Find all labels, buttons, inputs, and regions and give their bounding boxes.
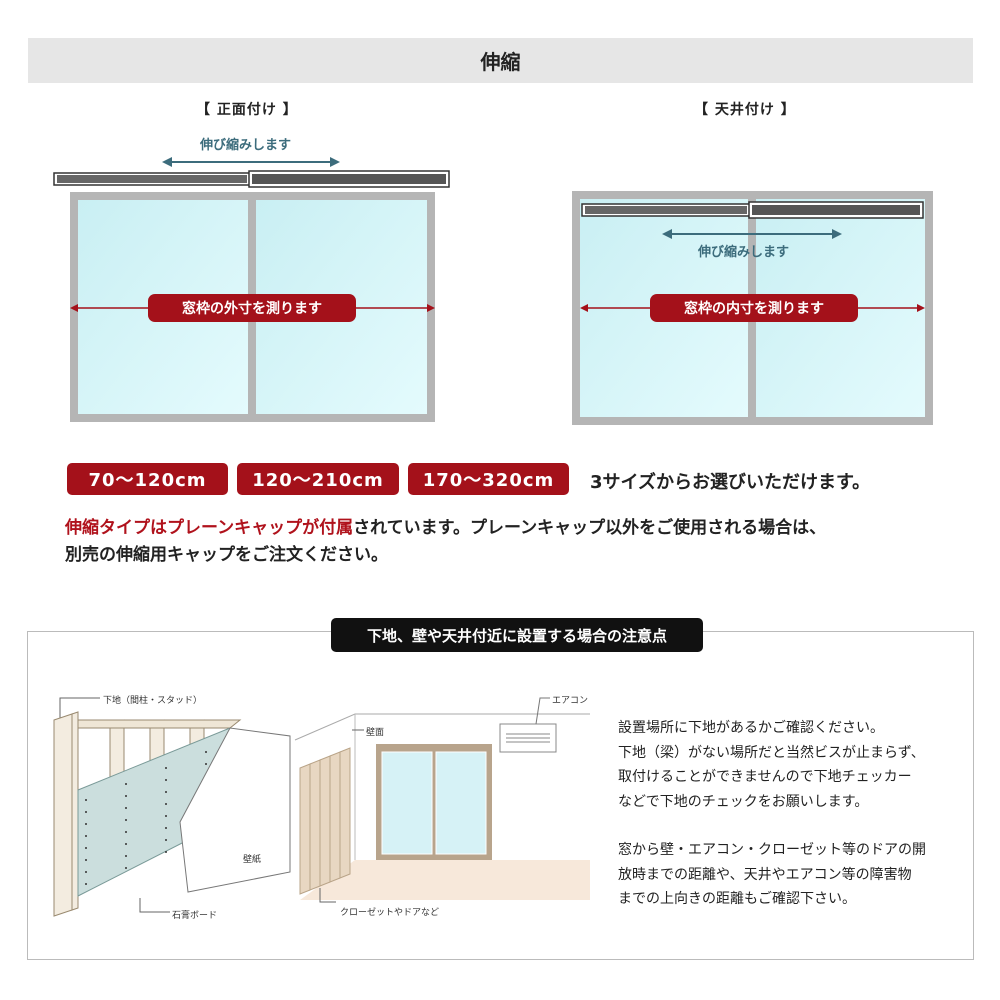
cap-note-line-2: 別売の伸縮用キャップをご注文ください。 — [65, 545, 388, 565]
closet-label: クローゼットやドアなど — [340, 908, 440, 918]
wall-label: 壁面 — [366, 728, 385, 738]
wall-structure-illustration — [53, 697, 291, 917]
caution-line: などで下地のチェックをお願いします。 — [618, 793, 869, 810]
stud-label: 下地（間柱・スタッド） — [103, 696, 203, 706]
front-measure-badge: 窓枠の外寸を測ります — [148, 294, 356, 322]
caution-title: 下地、壁や天井付近に設置する場合の注意点 — [331, 618, 703, 652]
caution-line: までの上向きの距離もご確認下さい。 — [618, 891, 856, 907]
caution-text: 設置場所に下地があるかご確認ください。 下地（梁）がない場所だと当然ビスが止まら… — [618, 716, 968, 912]
sliding-door-icon — [376, 744, 492, 860]
caution-line: 取付けることができませんので下地チェッカー — [618, 769, 912, 785]
section-header: 伸縮 — [28, 38, 973, 83]
section-title: 伸縮 — [480, 50, 521, 74]
closet-icon — [299, 747, 351, 895]
size-note: 3サイズからお選びいただけます。 — [590, 472, 871, 493]
aircon-label: エアコン — [552, 696, 589, 706]
caution-line: 下地（梁）がない場所だと当然ビスが止まらず、 — [618, 744, 925, 761]
stretch-arrow-icon — [162, 157, 340, 167]
ceiling-measure-text: 窓枠の内寸を測ります — [684, 301, 824, 317]
aircon-icon — [499, 697, 557, 753]
size-option-3: 170〜320cm — [408, 463, 569, 495]
caution-line: 設置場所に下地があるかご確認ください。 — [618, 720, 884, 736]
size-option-1: 70〜120cm — [67, 463, 228, 495]
wallpaper-label: 壁紙 — [243, 855, 262, 865]
caution-line: 窓から壁・エアコン・クローゼット等のドアの開 — [618, 842, 926, 858]
size-option-2: 120〜210cm — [237, 463, 399, 495]
stretch-arrow-icon — [662, 229, 842, 239]
front-stretch-label: 伸び縮みします — [200, 138, 292, 153]
cap-note-rest: されています。プレーンキャップ以外をご使用される場合は、 — [353, 518, 827, 538]
room-illustration — [294, 697, 590, 903]
front-mount-label: 【 正面付け 】 — [196, 102, 298, 118]
curtain-rod-icon — [53, 170, 450, 188]
gypsum-board-label: 石膏ボード — [172, 911, 218, 921]
cap-note-line-1: 伸縮タイプはプレーンキャップが付属されています。プレーンキャップ以外をご使用され… — [65, 513, 826, 538]
ceiling-stretch-label: 伸び縮みします — [698, 245, 790, 260]
ceiling-measure-badge: 窓枠の内寸を測ります — [650, 294, 858, 322]
curtain-rod-icon — [581, 201, 924, 219]
front-measure-text: 窓枠の外寸を測ります — [182, 301, 322, 317]
caution-line: 放時までの距離や、天井やエアコン等の障害物 — [618, 866, 912, 883]
ceiling-mount-label: 【 天井付け 】 — [694, 102, 796, 118]
cap-note-highlight: 伸縮タイプはプレーンキャップが付属 — [65, 518, 354, 538]
